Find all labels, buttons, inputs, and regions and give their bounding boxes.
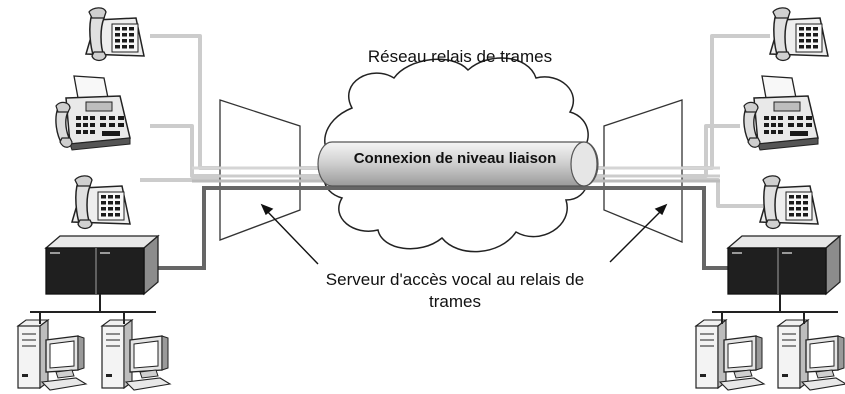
connection-label: Connexion de niveau liaison — [353, 150, 557, 167]
phone-icon — [759, 175, 819, 230]
desktop-computer-icon — [777, 319, 845, 391]
server-label-line1: Serveur d'accès vocal au relais de — [325, 270, 585, 289]
left-lan-bus — [30, 294, 156, 324]
phone-icon — [85, 7, 145, 62]
fax-icon — [55, 75, 131, 151]
cloud-label: Réseau relais de trames — [367, 47, 553, 66]
fax-icon — [743, 75, 819, 151]
data-link-connection — [317, 141, 599, 187]
left-access-server — [219, 99, 301, 241]
server-pointers — [260, 203, 668, 265]
desktop-computer-icon — [695, 319, 765, 391]
server-label: Serveur d'accès vocal au relais de trame… — [265, 269, 645, 313]
phone-icon — [71, 175, 131, 230]
right-lan-bus — [712, 294, 838, 324]
desktop-computer-icon — [101, 319, 171, 391]
server-label-line2: trames — [429, 292, 481, 311]
phone-icon — [769, 7, 829, 62]
desktop-computer-icon — [17, 319, 87, 391]
server-icon — [727, 235, 841, 295]
right-access-server — [603, 99, 683, 243]
server-icon — [45, 235, 159, 295]
